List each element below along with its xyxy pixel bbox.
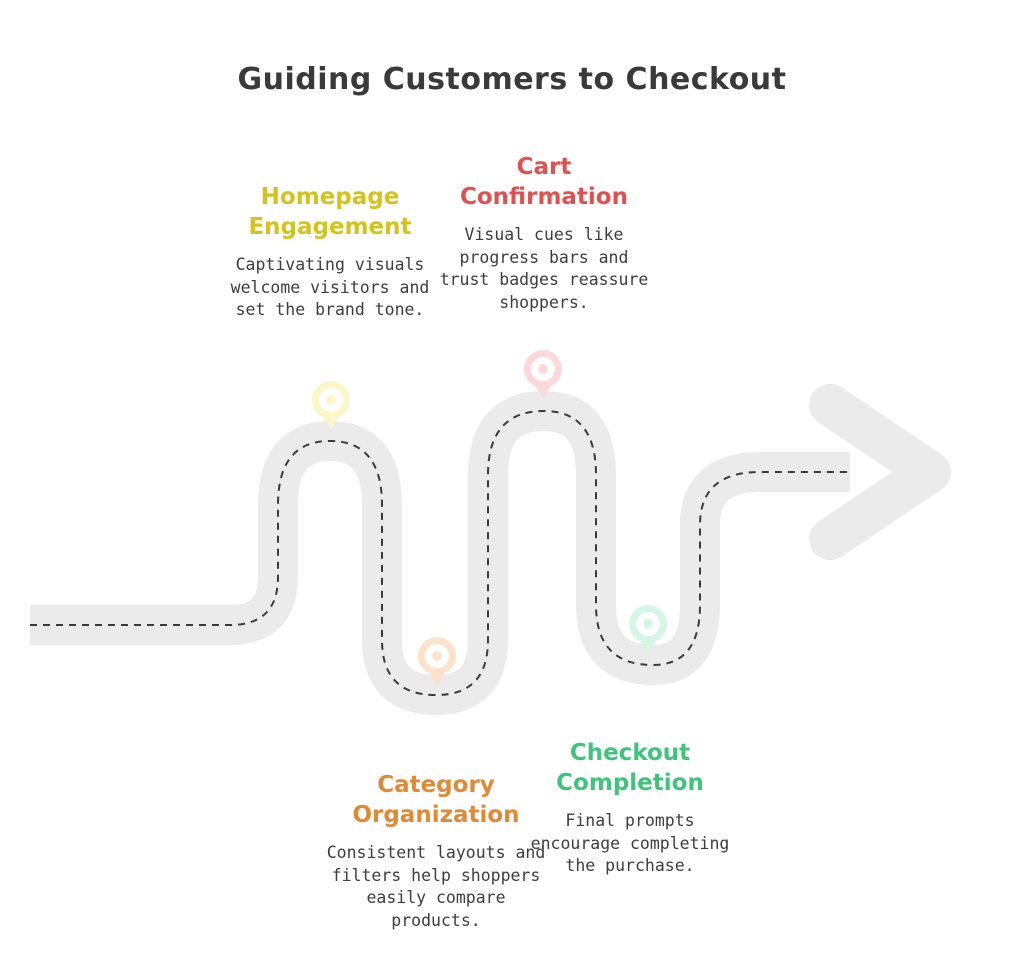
stage-checkout-completion: Checkout Completion Final prompts encour…	[528, 738, 732, 878]
road-arrow-head	[809, 384, 951, 560]
pin-cart-confirmation-icon	[524, 350, 562, 398]
road-center-line	[30, 409, 852, 697]
stage-homepage-engagement: Homepage Engagement Captivating visuals …	[218, 182, 442, 322]
stage-description: Visual cues like progress bars and trust…	[439, 225, 649, 312]
stage-description: Consistent layouts and filters help shop…	[326, 843, 546, 930]
stage-heading: Checkout Completion	[556, 740, 704, 796]
pin-category-organization-icon	[418, 637, 456, 685]
stage-heading: Category Organization	[352, 772, 520, 828]
stage-heading: Cart Confirmation	[460, 154, 628, 210]
pin-checkout-completion-icon	[629, 605, 667, 653]
pin-homepage-engagement-icon	[312, 381, 350, 429]
stage-category-organization: Category Organization Consistent layouts…	[318, 770, 554, 932]
stage-description: Final prompts encourage completing the p…	[530, 811, 730, 875]
stage-heading: Homepage Engagement	[248, 184, 412, 240]
stage-description: Captivating visuals welcome visitors and…	[230, 255, 430, 319]
diagram-title: Guiding Customers to Checkout	[237, 62, 787, 97]
stage-cart-confirmation: Cart Confirmation Visual cues like progr…	[430, 152, 658, 314]
